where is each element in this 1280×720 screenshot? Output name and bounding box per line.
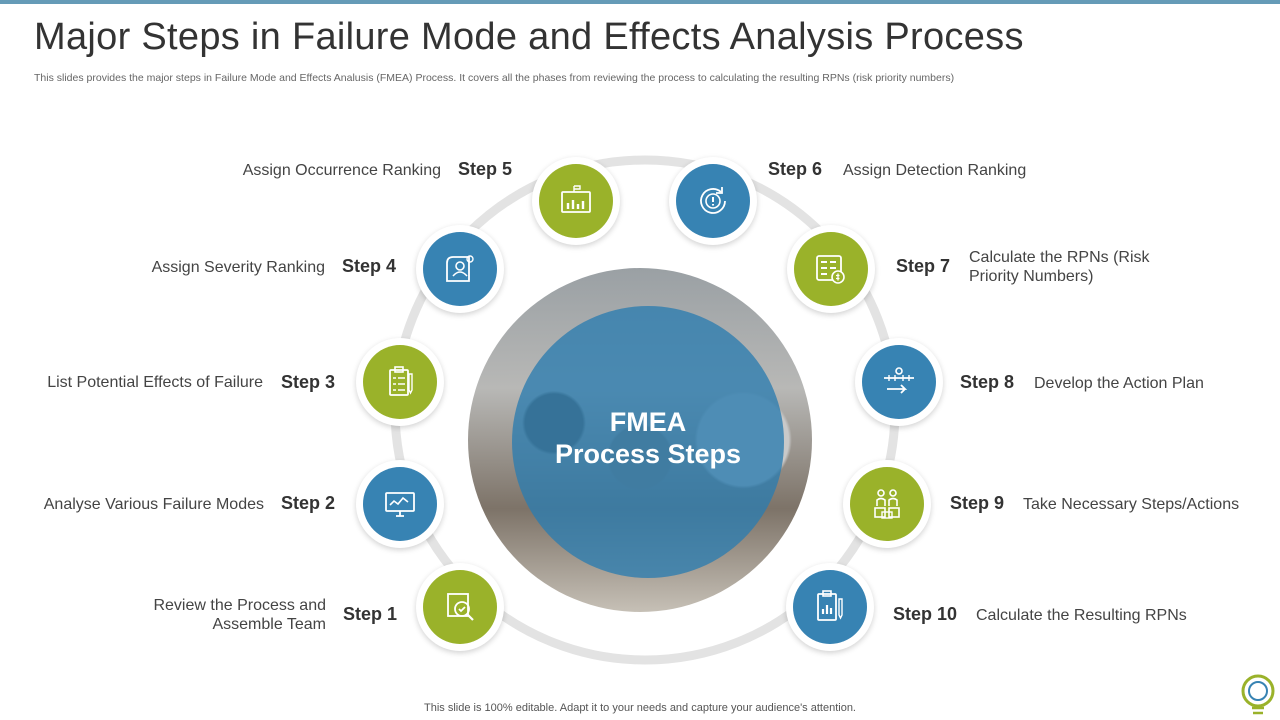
clipboard-checklist-icon [389,366,413,396]
action-plan-icon [884,367,914,394]
step-4-node [416,225,504,313]
dashboard-chart-icon [561,185,591,213]
step-5-node [532,157,620,245]
team-blocks-icon [874,489,900,519]
step-7-node [787,225,875,313]
step-5-label: Step 5 [458,159,513,179]
step-5-text: Assign Occurrence Ranking [242,162,441,179]
step-9-node [843,460,931,548]
alert-refresh-icon [700,187,726,214]
step-8-text: Develop the Action Plan [1034,375,1204,392]
step-2-node [356,460,444,548]
step-1-label: Step 1 [343,604,398,624]
center-disc [512,306,784,578]
calculator-money-icon [816,255,845,284]
step-6-label: Step 6 [768,159,823,179]
slide-title: Major Steps in Failure Mode and Effects … [34,16,1024,58]
monitor-analysis-icon [385,492,415,517]
report-pencil-icon [817,590,843,621]
top-accent-rule [0,0,1280,4]
center-line-1: FMEA [609,407,687,437]
step-4-text: Assign Severity Ranking [151,259,325,276]
center-line-2: Process Steps [554,439,742,469]
step-7-text: Calculate the RPNs (Risk Priority Number… [969,249,1150,285]
lightbulb-logo-icon [1241,674,1275,715]
step-1-text: Review the Process and Assemble Team [153,597,326,633]
user-ranking-icon [446,255,474,282]
step-3-node [356,338,444,426]
step-6-text: Assign Detection Ranking [843,162,1027,179]
step-7-label: Step 7 [896,256,951,276]
slide-footer: This slide is 100% editable. Adapt it to… [424,702,856,714]
center-label: FMEA Process Steps [512,406,784,470]
step-4-label: Step 4 [342,256,397,276]
step-10-text: Calculate the Resulting RPNs [976,607,1187,624]
step-2-label: Step 2 [281,493,336,513]
step-10-label: Step 10 [893,604,958,624]
step-8-node [855,338,943,426]
step-1-node [416,563,504,651]
step-9-text: Take Necessary Steps/Actions [1023,496,1240,513]
step-2-text: Analyse Various Failure Modes [43,496,264,513]
slide-subtitle: This slides provides the major steps in … [34,72,955,84]
step-8-label: Step 8 [960,372,1015,392]
magnifier-document-icon [447,593,474,621]
step-3-label: Step 3 [281,372,336,392]
step-9-label: Step 9 [950,493,1005,513]
step-10-node [786,563,874,651]
step-6-node [669,157,757,245]
step-3-text: List Potential Effects of Failure [47,374,263,391]
